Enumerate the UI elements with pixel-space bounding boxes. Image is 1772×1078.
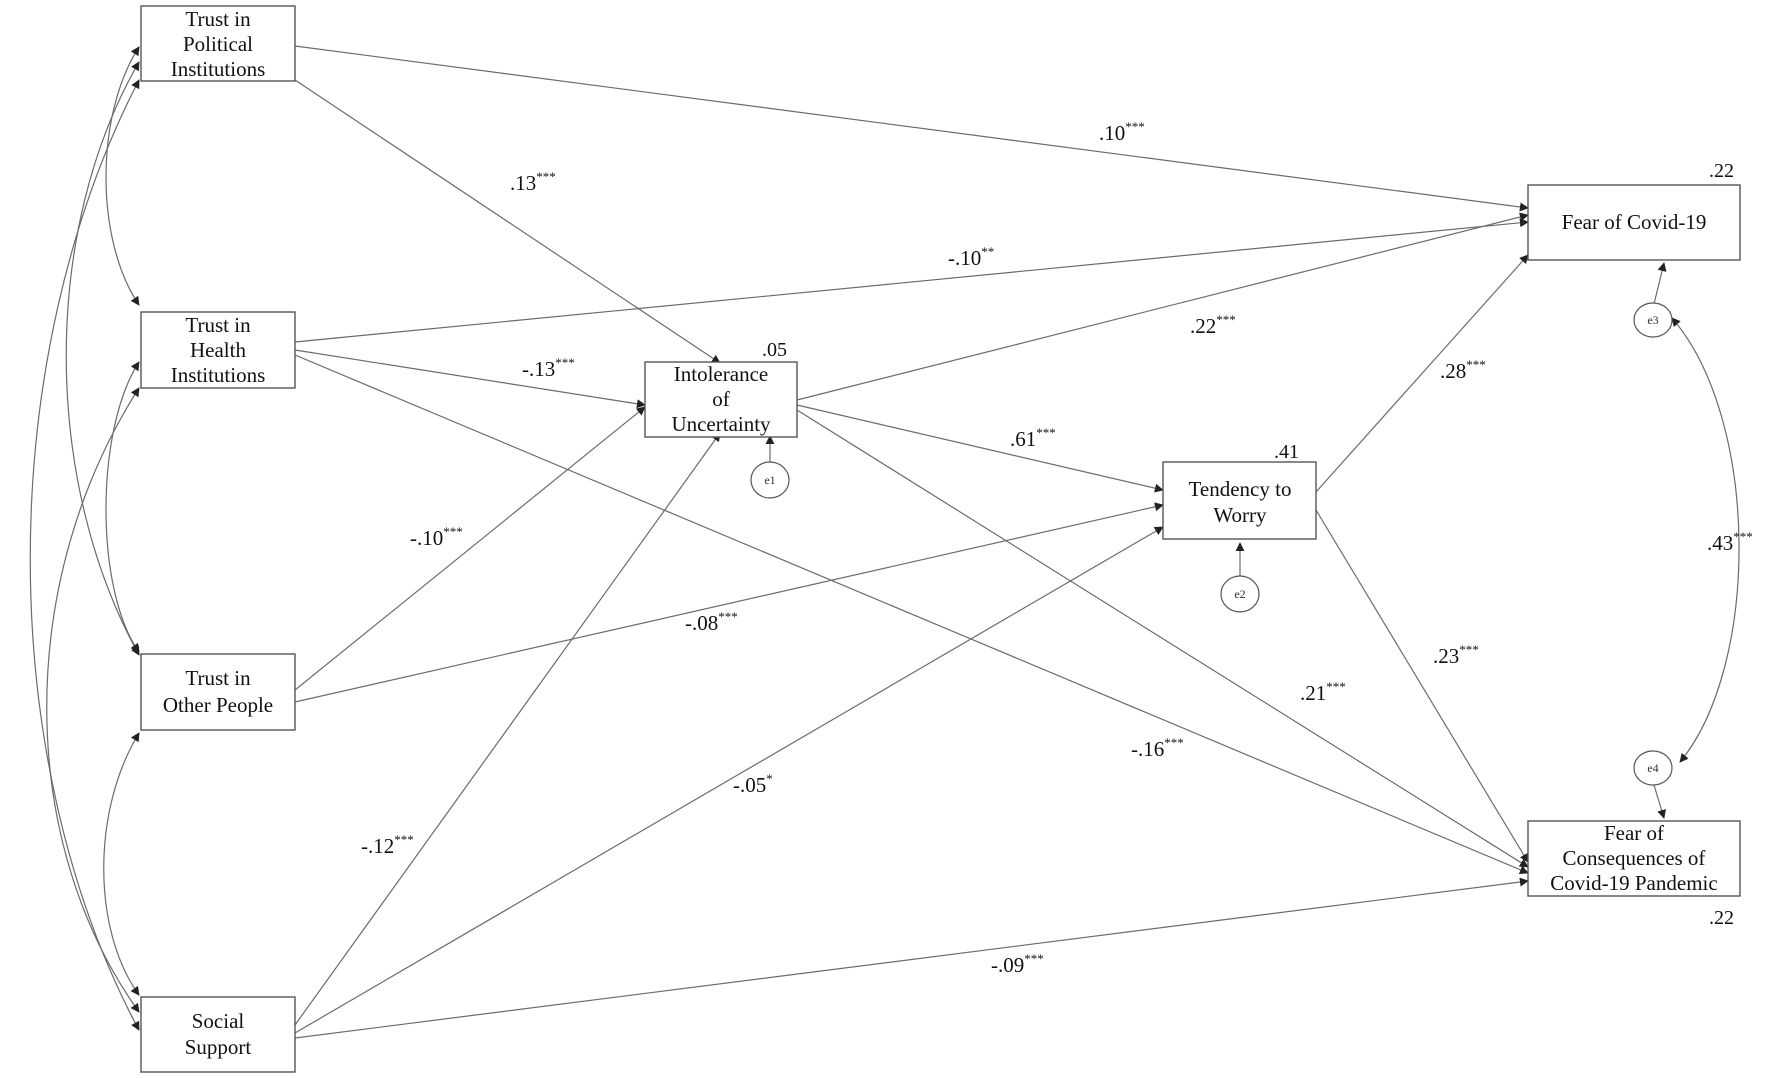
coef-political-to-fear: .10*** (1099, 119, 1145, 145)
coef-health-to-consequences: -.16*** (1131, 735, 1184, 761)
arrow-people-to-intolerance (294, 406, 646, 691)
error-e4: e4 (1633, 750, 1673, 786)
cov-arc-e3-e4 (1671, 317, 1740, 763)
coef-worry-to-consequences: .23*** (1433, 642, 1479, 668)
coef-support-to-consequences: -.09*** (991, 951, 1044, 977)
cov-arc-political-health (105, 46, 140, 306)
cov-arc-political-people (65, 61, 140, 656)
error-label: e2 (1234, 587, 1245, 601)
coef-political-to-intolerance: .13*** (510, 169, 556, 195)
node-label-line: Health (190, 338, 246, 362)
coef-worry-to-fear: .28*** (1440, 357, 1486, 383)
node-label-line: Trust in (185, 313, 251, 337)
arrow-support-to-intolerance (294, 432, 721, 1026)
error-label: e1 (764, 473, 775, 487)
cov-arc-health-support (46, 387, 140, 1013)
arrow-health-to-consequences (294, 354, 1529, 875)
node-label-line: Political (183, 32, 253, 56)
arrow-intolerance-to-consequences (796, 409, 1529, 868)
node-label-line: Uncertainty (671, 412, 771, 436)
node-trust-health: Trust in Health Institutions (140, 311, 296, 389)
r-squared-label: .22 (1709, 907, 1734, 929)
node-label-line: Trust in (185, 7, 251, 31)
node-social-support: Social Support (140, 996, 296, 1073)
arrow-health-to-intolerance (294, 349, 646, 409)
coef-people-to-intolerance: -.10*** (410, 524, 463, 550)
node-trust-political: Trust in Political Institutions (140, 5, 296, 82)
node-trust-people: Trust in Other People (140, 653, 296, 731)
node-label-line: Trust in (185, 666, 251, 690)
coef-support-to-worry: -.05* (733, 771, 773, 797)
coef-e3-e4-covariance: .43*** (1707, 529, 1753, 555)
node-label-line: Institutions (171, 363, 266, 387)
coef-support-to-intolerance: -.12*** (361, 832, 414, 858)
node-label-line: Tendency to (1189, 477, 1292, 501)
node-fear-consequences: Fear of Consequences of Covid-19 Pandemi… (1527, 820, 1741, 929)
arrow-intolerance-to-fear (796, 212, 1529, 401)
arrow-support-to-worry (294, 526, 1164, 1034)
covariance-arcs (29, 46, 1740, 1031)
cov-arc-people-support (103, 732, 140, 996)
node-label-line: Covid-19 Pandemic (1550, 871, 1717, 895)
arrow-intolerance-to-worry (796, 404, 1164, 493)
path-coefficients: .10*** .13*** -.10** -.13*** .22*** .61*… (361, 119, 1753, 977)
node-worry: Tendency to Worry .41 (1162, 441, 1317, 540)
node-label-line: of (712, 387, 730, 411)
coef-health-to-fear: -.10** (948, 244, 994, 270)
node-label-line: Intolerance (674, 362, 768, 386)
error-label: e4 (1647, 761, 1658, 775)
node-label-line: Fear of Covid-19 (1562, 210, 1707, 234)
error-label: e3 (1647, 313, 1658, 327)
coef-intolerance-to-consequences: .21*** (1300, 679, 1346, 705)
r-squared-label: .41 (1274, 441, 1299, 463)
coef-intolerance-to-fear: .22*** (1190, 312, 1236, 338)
node-label-line: Other People (163, 693, 273, 717)
node-fear-covid: Fear of Covid-19 .22 (1527, 160, 1741, 261)
node-label-line: Consequences of (1563, 846, 1706, 870)
coef-people-to-worry: -.08*** (685, 609, 738, 635)
coef-intolerance-to-worry: .61*** (1010, 425, 1056, 451)
arrow-political-to-fear (294, 45, 1529, 212)
coef-health-to-intolerance: -.13*** (522, 355, 575, 381)
cov-arc-health-people (105, 361, 140, 653)
node-label-line: Worry (1213, 503, 1267, 527)
cov-arc-political-support (29, 79, 140, 1031)
arrow-worry-to-consequences (1315, 509, 1529, 863)
r-squared-label: .22 (1709, 160, 1734, 182)
error-e1: e1 (750, 461, 790, 499)
node-intolerance: Intolerance of Uncertainty .05 (644, 339, 798, 438)
error-e2: e2 (1220, 575, 1260, 613)
error-e3: e3 (1633, 302, 1673, 338)
node-label-line: Social (192, 1009, 245, 1033)
arrow-people-to-worry (294, 502, 1164, 703)
arrow-worry-to-fear (1315, 254, 1529, 493)
arrow-health-to-fear (294, 218, 1529, 343)
r-squared-label: .05 (762, 339, 787, 361)
arrow-e4-to-consequences (1653, 784, 1666, 819)
node-label-line: Fear of (1604, 821, 1664, 845)
node-label-line: Institutions (171, 57, 266, 81)
arrow-political-to-intolerance (294, 79, 721, 364)
directed-paths (294, 45, 1667, 1039)
arrow-support-to-consequences (294, 877, 1529, 1039)
arrow-e3-to-fear (1653, 262, 1667, 305)
node-label-line: Support (185, 1035, 252, 1059)
